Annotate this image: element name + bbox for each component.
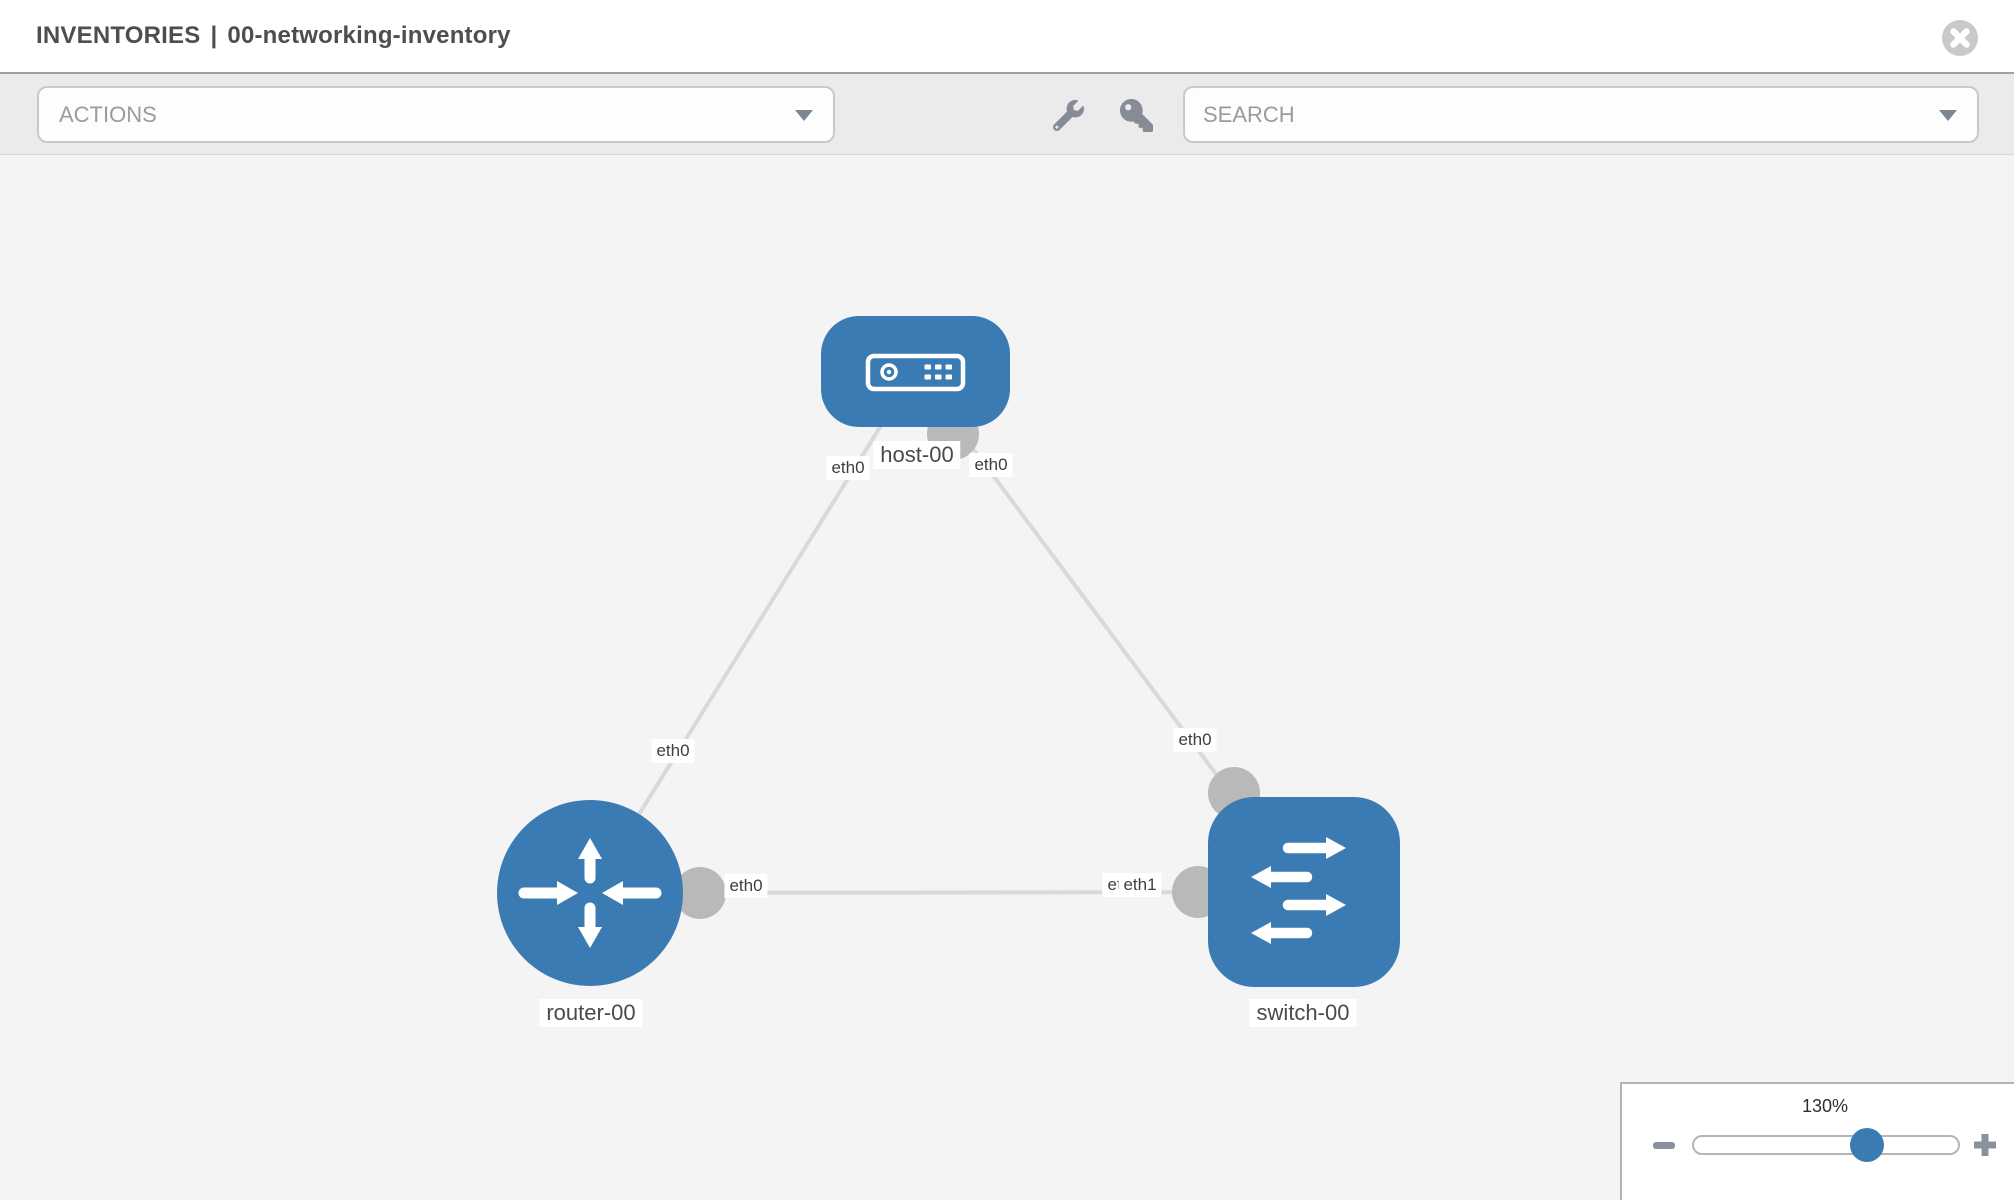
interface-dots [674, 408, 1260, 919]
zoom-out-button[interactable] [1653, 1142, 1675, 1149]
zoom-slider-thumb[interactable] [1850, 1128, 1884, 1162]
search-placeholder: SEARCH [1203, 101, 1295, 127]
zoom-in-button[interactable] [1974, 1134, 1996, 1156]
times-circle-icon [1942, 20, 1978, 56]
zoom-level-label: 130% [1801, 1096, 1849, 1116]
port-label: eth0 [651, 739, 695, 763]
search-dropdown[interactable]: SEARCH [1183, 86, 1979, 143]
wrench-icon [1052, 100, 1084, 131]
node-switch-00[interactable] [1208, 797, 1400, 987]
breadcrumb-separator: | [210, 22, 218, 49]
port-label: eth0 [826, 456, 870, 480]
port-label: eth0 [969, 453, 1013, 477]
port-label: eth1 [1118, 873, 1162, 897]
actions-dropdown[interactable]: ACTIONS [37, 86, 835, 143]
switch-icon [1251, 837, 1346, 944]
chevron-down-icon [795, 109, 813, 121]
topology-graph [497, 316, 1400, 987]
close-button[interactable] [1942, 20, 1978, 56]
router-icon [518, 838, 662, 948]
node-label-router-00: router-00 [539, 999, 643, 1027]
node-label-host-00: host-00 [873, 441, 961, 469]
key-icon [1119, 99, 1153, 132]
host-icon [865, 353, 966, 392]
node-label-switch-00: switch-00 [1249, 999, 1357, 1027]
toolbar: ACTIONS SEARCH [0, 72, 2014, 155]
port-label: eth0 [724, 874, 768, 898]
port-label: eth0 [1173, 728, 1217, 752]
node-router-00[interactable] [497, 800, 683, 986]
title-bar: INVENTORIES | 00-networking-inventory [0, 0, 2014, 72]
topology-canvas[interactable]: eth0 eth0 eth0 eth0 eth0 eth0 eth1 host-… [0, 155, 2014, 1200]
credentials-button[interactable] [1112, 74, 1160, 157]
node-host-00[interactable] [821, 316, 1010, 427]
zoom-slider[interactable] [1692, 1128, 1960, 1162]
zoom-panel: 130% [1620, 1082, 2014, 1200]
inventory-name: 00-networking-inventory [227, 22, 511, 49]
interface-dot [674, 867, 726, 919]
breadcrumb: INVENTORIES [36, 22, 201, 49]
chevron-down-icon [1939, 109, 1957, 121]
page-title: INVENTORIES | 00-networking-inventory [36, 0, 511, 72]
actions-dropdown-label: ACTIONS [59, 101, 157, 127]
configure-button[interactable] [1044, 74, 1092, 157]
